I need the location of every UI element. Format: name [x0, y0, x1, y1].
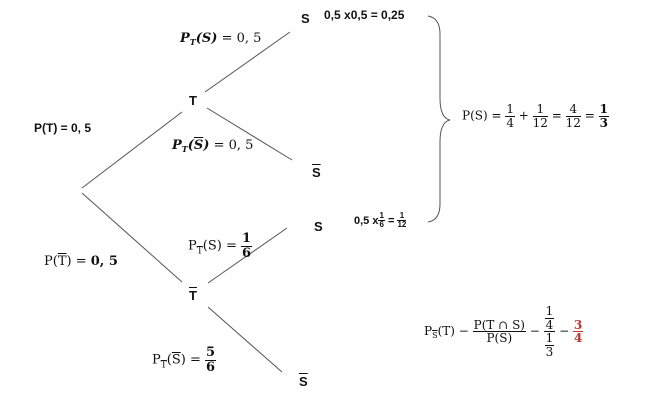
node-not-T: T	[189, 288, 197, 303]
branch-T-S	[204, 31, 291, 93]
result-T-and-S: 0,5 x0,5 = 0,25	[324, 8, 405, 22]
prob-T: P(T) = 0, 5	[34, 121, 92, 135]
prob-not-T: P(T) = 0, 5	[44, 254, 118, 269]
leaf-not-S-2: S	[299, 374, 308, 389]
node-T: T	[189, 93, 197, 108]
branch-notT-S	[207, 227, 288, 284]
leaf-S-2: S	[314, 219, 323, 234]
branch-T-notS	[206, 107, 293, 161]
prob-not-S-given-T: PT(S) = 0, 5	[172, 138, 254, 154]
curly-brace	[427, 15, 451, 223]
leaf-not-S-1: S	[312, 165, 321, 180]
branch-root-notT	[81, 192, 183, 283]
leaf-S-1: S	[301, 11, 310, 26]
branch-notT-notS	[207, 306, 283, 373]
branch-root-T	[81, 111, 183, 189]
prob-S-given-T: PT(S) = 0, 5	[180, 31, 262, 47]
